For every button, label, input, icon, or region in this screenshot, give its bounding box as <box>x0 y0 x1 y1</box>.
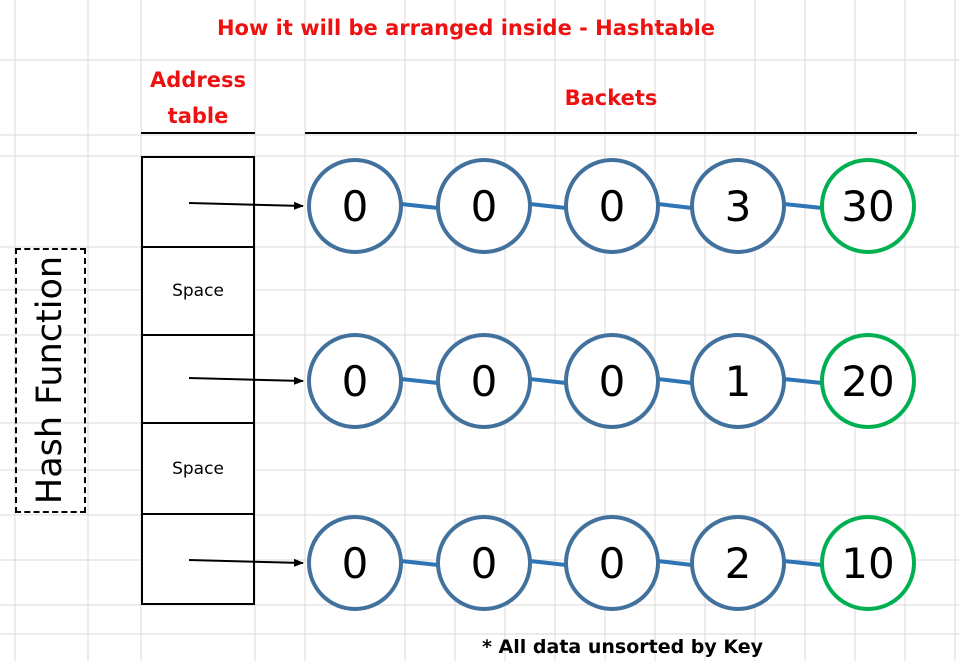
bucket-key-node <box>564 333 660 429</box>
buckets-header: Backets <box>564 86 658 110</box>
address-cell: Space <box>141 248 255 336</box>
node-link <box>657 202 693 210</box>
node-link <box>783 559 823 567</box>
bucket-key-node <box>690 333 786 429</box>
address-cell-label: Space <box>172 458 224 479</box>
address-header-line-1: Address <box>150 68 246 92</box>
bucket-key-node <box>436 158 532 254</box>
diagram-title: How it will be arranged inside - Hashtab… <box>216 16 716 40</box>
bucket-key-node <box>564 158 660 254</box>
node-value: 0 <box>599 357 626 406</box>
node-link <box>657 377 693 385</box>
pointer-arrow <box>188 201 304 210</box>
bucket-key-node <box>307 333 403 429</box>
node-value: 0 <box>342 182 369 231</box>
node-value: 0 <box>471 539 498 588</box>
bucket-value-node <box>820 515 916 611</box>
pointer-arrow <box>188 558 304 567</box>
node-value: 1 <box>725 357 752 406</box>
bucket-value-node <box>820 333 916 429</box>
node-link <box>657 559 693 567</box>
node-link <box>783 377 823 385</box>
address-cell-label: Space <box>172 281 224 301</box>
address-cell: Space <box>141 424 255 515</box>
node-value: 3 <box>725 182 752 231</box>
hash-function-box <box>15 248 86 513</box>
bucket-key-node <box>307 515 403 611</box>
node-value: 10 <box>841 539 894 588</box>
node-value: 0 <box>471 182 498 231</box>
node-link <box>783 202 823 210</box>
bucket-key-node <box>564 515 660 611</box>
pointer-arrow <box>188 376 304 385</box>
node-value: 0 <box>342 357 369 406</box>
bucket-key-node <box>690 515 786 611</box>
bucket-key-node <box>436 515 532 611</box>
node-value: 2 <box>725 539 752 588</box>
node-value: 20 <box>841 357 894 406</box>
bucket-value-node <box>820 158 916 254</box>
node-link <box>400 559 439 567</box>
address-header-underline <box>141 132 255 134</box>
bucket-key-node <box>436 333 532 429</box>
node-value: 30 <box>841 182 894 231</box>
buckets-header-underline <box>305 132 917 134</box>
bucket-key-node <box>690 158 786 254</box>
footnote: * All data unsorted by Key <box>482 636 764 658</box>
address-cell <box>141 156 255 248</box>
node-value: 0 <box>471 357 498 406</box>
node-value: 0 <box>599 182 626 231</box>
node-link <box>529 559 567 567</box>
address-header-line-2: table <box>167 104 229 128</box>
node-value: 0 <box>342 539 369 588</box>
node-link <box>400 202 439 210</box>
bucket-key-node <box>307 158 403 254</box>
address-table-header: Address table <box>141 62 255 134</box>
node-link <box>529 377 567 385</box>
node-link <box>529 202 567 210</box>
node-link <box>400 377 439 385</box>
node-value: 0 <box>599 539 626 588</box>
